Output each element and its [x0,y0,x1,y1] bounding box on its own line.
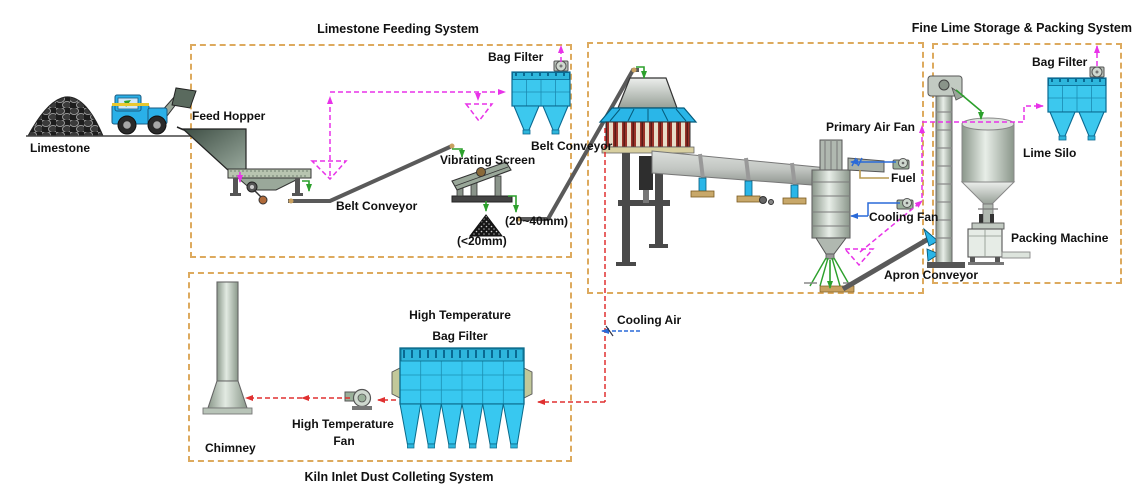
high-temperature-fan-label-line1: High Temperature [292,417,394,431]
bag-filter-2-label: Bag Filter [1032,55,1088,69]
apron-conveyor-line [819,227,940,293]
kiln-system-box [587,42,924,294]
preheater [598,77,698,266]
cooling-fan-label: Cooling Fan [869,210,939,224]
feed-hopper-label: Feed Hopper [192,109,266,123]
packing-machine-label: Packing Machine [1011,231,1109,245]
oversize-label: (20~40mm) [505,214,569,228]
fuel-label: Fuel [891,171,916,185]
vibrating-feeder [227,168,312,205]
burner-pipe [847,157,885,173]
rotary-kiln [651,150,839,205]
lime-silo-label: Lime Silo [1023,146,1077,160]
vibrating-screen-label: Vibrating Screen [440,153,536,167]
high-temperature-fan-equipment [344,388,372,410]
chimney-equipment [202,281,253,415]
high-temperature-fan-label-line2: Fan [333,434,355,448]
primary-air-fan-label: Primary Air Fan [826,120,915,134]
feed-hopper [176,126,247,172]
bag-filter-1-label: Bag Filter [488,50,544,64]
apron-conveyor-label: Apron Conveyor [884,268,979,282]
fine-lime-system-box [932,43,1122,284]
belt-conveyor-1 [288,143,455,204]
flue-gas-lines-red [245,128,606,405]
limestone-pile [27,96,104,137]
limestone-feeding-system-box [190,44,572,258]
fine-lime-system-title: Fine Lime Storage & Packing System [911,21,1132,35]
lime-silo-equipment [960,117,1016,224]
undersize-label: (<20mm) [457,234,507,248]
belt-conveyor-2-label: Belt Conveyor [531,139,613,153]
bag-filter-1-equipment [511,60,571,135]
primary-air-fan-icon [892,158,910,170]
belt-conveyor-2 [516,67,639,222]
vibrating-screen-machine [451,161,513,203]
chimney-label: Chimney [205,441,256,455]
fuel-line [859,170,889,179]
high-temperature-bag-filter-label-line1: High Temperature [409,308,511,322]
cooling-air-label: Cooling Air [617,313,682,327]
air-lines-blue [601,157,900,337]
bag-filter-2-equipment [1047,66,1107,141]
belt-conveyor-1-label: Belt Conveyor [336,199,418,213]
high-temperature-bag-filter-label-line2: Bag Filter [432,329,488,343]
material-flow-arrows-green [302,66,984,289]
fines-pile [468,214,504,237]
vertical-cooler [804,139,856,287]
bucket-elevator [927,75,965,268]
limestone-label: Limestone [30,141,91,155]
wheel-loader [111,87,197,135]
packing-machine-equipment [967,214,1031,265]
dust-lines-magenta [237,45,1100,267]
kiln-inlet-dust-system-box [188,272,572,462]
high-temperature-bag-filter-equipment [391,347,533,449]
kiln-inlet-dust-system-title: Kiln Inlet Dust Colleting System [304,470,494,484]
limestone-feeding-system-title: Limestone Feeding System [317,22,479,36]
